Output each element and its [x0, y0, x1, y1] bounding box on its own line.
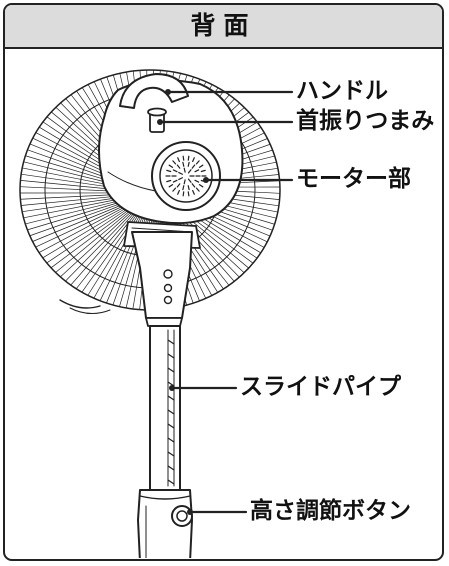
neck-body: [131, 231, 193, 327]
guard-wire: [20, 195, 122, 206]
grille-slot: [182, 185, 185, 191]
grille-slot: [182, 191, 185, 197]
guard-wire: [65, 212, 133, 282]
callout-handle: ハンドル: [296, 78, 388, 104]
grille-slot: [176, 183, 181, 188]
diagram-frame: 背面: [3, 3, 444, 561]
pipe-notch: [167, 409, 175, 415]
grille-slot: [172, 179, 178, 183]
grille-slot: [166, 169, 172, 173]
grille-slot: [172, 160, 177, 165]
grille-slot: [182, 155, 185, 161]
grille-slot: [172, 187, 177, 192]
grille-slot: [176, 164, 181, 169]
swing-knob-shape: [147, 107, 167, 133]
pipe-notch: [167, 353, 175, 359]
guard-wire: [42, 207, 128, 259]
guard-wire: [23, 198, 122, 219]
guard-wire: [75, 213, 136, 290]
grille-slot: [195, 160, 200, 165]
pipe-notch: [167, 339, 175, 345]
slide-pipe: [149, 325, 181, 491]
guard-wire: [19, 186, 121, 192]
guard-wire: [50, 209, 130, 269]
callout-slide-pipe: スライドパイプ: [240, 374, 401, 400]
grille-slot: [191, 164, 196, 169]
grille-slot: [166, 179, 172, 183]
grille-slot: [187, 178, 192, 183]
grille-slot: [168, 184, 174, 188]
guard-wire: [35, 204, 126, 248]
handle-shape: [119, 73, 189, 109]
guard-wire: [21, 196, 122, 213]
guard-wire: [38, 206, 127, 253]
callout-swing-knob: 首振りつまみ: [296, 108, 435, 134]
callout-height-button: 高さ調節ボタン: [250, 498, 411, 524]
grille-slot: [187, 191, 190, 197]
grille-slot: [194, 179, 200, 183]
header-title: 背面: [190, 11, 257, 40]
pipe-notch: [167, 465, 175, 471]
grille-slot: [183, 167, 186, 173]
leader-lines: [158, 90, 294, 514]
grille-slot: [187, 155, 190, 161]
grille-slot: [200, 169, 206, 173]
grille-slot: [191, 183, 196, 188]
pipe-notch: [167, 451, 175, 457]
guard-wire: [29, 202, 124, 237]
guard-wire: [20, 194, 121, 200]
grille-slot: [187, 161, 190, 167]
pipe-notch: [167, 479, 175, 485]
grille-slot: [187, 169, 192, 174]
grille-slot: [192, 157, 195, 163]
guard-wire: [24, 199, 123, 225]
grille-slot: [187, 185, 190, 191]
grille-slot: [178, 177, 183, 181]
grille-slot: [194, 169, 200, 173]
pipe-notch: [167, 367, 175, 373]
grille-slot: [195, 187, 200, 192]
guard-wire: [55, 210, 131, 273]
pipe-notch: [167, 437, 175, 443]
guard-wire: [20, 180, 121, 191]
pipe-notch: [167, 395, 175, 401]
guard-wire: [70, 213, 135, 286]
pipe-notch: [167, 423, 175, 429]
guard-wire: [60, 211, 132, 278]
grille-slot: [183, 179, 186, 185]
grille-slot: [177, 189, 180, 195]
guard-wire: [46, 208, 129, 264]
grille-slot: [192, 189, 195, 195]
guard-wire: [32, 203, 125, 242]
motor-grille: [151, 141, 221, 211]
grille-slot: [177, 157, 180, 163]
grille-slot: [198, 184, 204, 188]
header-bar: 背面: [5, 5, 442, 49]
grille-slot: [182, 161, 185, 167]
grille-slot: [198, 164, 204, 168]
grille-slot: [168, 164, 174, 168]
guard-wire: [27, 201, 123, 231]
callout-motor: モーター部: [296, 166, 411, 192]
grille-slot: [178, 171, 183, 175]
height-button-shape: [171, 505, 193, 527]
grille-slot: [172, 169, 178, 173]
